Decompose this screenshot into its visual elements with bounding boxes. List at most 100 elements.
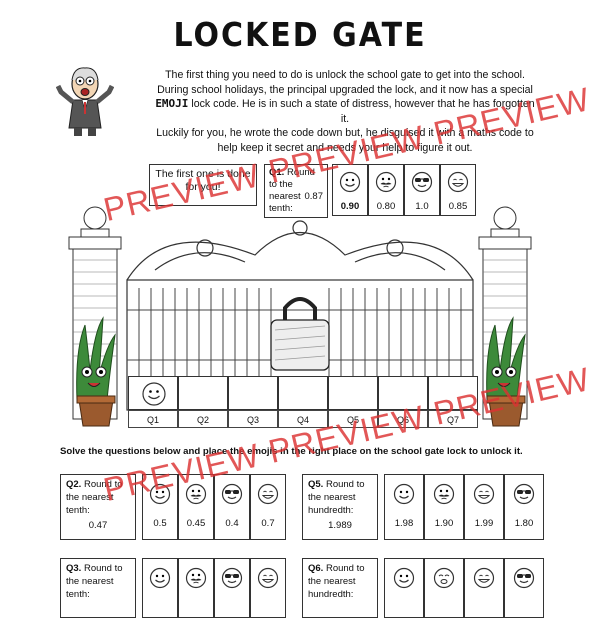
q2-number: 0.47	[88, 520, 108, 531]
q5-label: Q5.	[308, 479, 324, 490]
smile-icon	[393, 483, 415, 505]
q2-text: Round to	[83, 479, 123, 490]
q1-option-4-value: 0.85	[448, 201, 468, 212]
lock-slot-label: Q1	[128, 410, 178, 428]
intro-line: During school holidays, the principal up…	[157, 83, 533, 96]
q2-text: tenth:	[66, 505, 90, 516]
hint-box: The first one is done for you!	[149, 164, 257, 206]
q1-option-2-value: 0.80	[376, 201, 396, 212]
q5-option-3[interactable]: 1.99	[464, 474, 504, 540]
sunglasses-icon	[221, 567, 243, 589]
lock-slot-emoji-4[interactable]	[278, 376, 328, 410]
lock-slot-label: Q2	[178, 410, 228, 428]
q6-option-3[interactable]	[464, 558, 504, 618]
q1-options: 0.90 0.80 1.0 0.85	[332, 164, 476, 216]
q6-option-1[interactable]	[384, 558, 424, 618]
q3-text: Round to	[83, 563, 123, 574]
lock-slot-label: Q5	[328, 410, 378, 428]
grin-icon	[257, 483, 279, 505]
grin-icon	[473, 567, 495, 589]
lock-slot-emoji-1[interactable]	[128, 376, 178, 410]
lock-slot-emoji-3[interactable]	[228, 376, 278, 410]
smile-icon	[393, 567, 415, 589]
q2-option-2[interactable]: 0.45	[178, 474, 214, 540]
q3-question: Q3. Round to the nearest tenth:	[60, 558, 136, 618]
q2-option-1-value: 0.5	[153, 518, 167, 529]
mustache-icon	[433, 483, 455, 505]
q5-option-4[interactable]: 1.80	[504, 474, 544, 540]
padlock-icon	[270, 297, 330, 371]
instruction-text: Solve the questions below and place the …	[60, 446, 523, 457]
lock-slot-label: Q4	[278, 410, 328, 428]
q3-text: tenth:	[66, 589, 90, 600]
q1-text: Round to the nearest tenth:	[269, 167, 315, 214]
grin-icon	[473, 483, 495, 505]
q5-text: hundredth:	[308, 505, 354, 516]
q3-option-4[interactable]	[250, 558, 286, 618]
q2-option-3[interactable]: 0.4	[214, 474, 250, 540]
q2-text: the nearest	[66, 492, 114, 503]
q1-option-3[interactable]: 1.0	[404, 164, 440, 216]
page-title: LOCKED GATE	[173, 16, 427, 55]
q5-text: Round to	[325, 479, 365, 490]
lock-slot-label: Q7	[428, 410, 478, 428]
q2-option-1[interactable]: 0.5	[142, 474, 178, 540]
intro-line: EMOJI lock code. He is in such a state o…	[155, 97, 535, 125]
q3-options	[142, 558, 286, 618]
mustache-icon	[185, 483, 207, 505]
q6-question: Q6. Round to the nearest hundredth:	[302, 558, 378, 618]
q5-option-2[interactable]: 1.90	[424, 474, 464, 540]
q1-option-4[interactable]: 0.85	[440, 164, 476, 216]
principal-cartoon	[56, 67, 114, 136]
grin-icon	[447, 171, 469, 193]
lock-code-row: Q1 Q2 Q3 Q4 Q5 Q6 Q7	[128, 376, 478, 428]
mustache-icon	[185, 567, 207, 589]
q6-option-2[interactable]	[424, 558, 464, 618]
q2-options: 0.5 0.45 0.4 0.7	[142, 474, 286, 540]
intro-line: help keep it secret and needs your help …	[217, 141, 473, 154]
q5-text: the nearest	[308, 492, 356, 503]
q6-option-4[interactable]	[504, 558, 544, 618]
q3-option-1[interactable]	[142, 558, 178, 618]
intro-line: Luckily for you, he wrote the code down …	[156, 127, 534, 140]
school-gate-illustration	[68, 206, 532, 427]
lock-slot-emoji-2[interactable]	[178, 376, 228, 410]
wink-icon	[433, 567, 455, 589]
q1-option-1[interactable]: 0.90	[332, 164, 368, 216]
q2-label: Q2.	[66, 479, 82, 490]
q5-options: 1.98 1.90 1.99 1.80	[384, 474, 544, 540]
sunglasses-icon	[221, 483, 243, 505]
q3-text: the nearest	[66, 576, 114, 587]
q3-option-2[interactable]	[178, 558, 214, 618]
grin-icon	[257, 567, 279, 589]
q6-label: Q6.	[308, 563, 324, 574]
q1-label: Q1.	[269, 167, 285, 178]
lock-slot-emoji-5[interactable]	[328, 376, 378, 410]
q1-option-1-value: 0.90	[340, 201, 360, 212]
q3-option-3[interactable]	[214, 558, 250, 618]
q5-option-2-value: 1.90	[434, 518, 454, 529]
q2-option-2-value: 0.45	[186, 518, 206, 529]
q5-number: 1.989	[328, 520, 352, 531]
q1-question: Q1. Round to the nearest tenth: 0.87	[264, 164, 328, 218]
q6-text: hundredth:	[308, 589, 354, 600]
q1-option-3-value: 1.0	[415, 201, 429, 212]
smile-icon	[149, 567, 171, 589]
q5-option-1-value: 1.98	[394, 518, 414, 529]
lock-slot-emoji-7[interactable]	[428, 376, 478, 410]
lock-slot-label: Q3	[228, 410, 278, 428]
smile-icon	[149, 483, 171, 505]
sunglasses-icon	[513, 567, 535, 589]
hint-text: The first one is done for you!	[155, 168, 251, 193]
q6-text: Round to	[325, 563, 365, 574]
q1-number: 0.87	[304, 191, 324, 202]
q2-option-4[interactable]: 0.7	[250, 474, 286, 540]
q5-option-1[interactable]: 1.98	[384, 474, 424, 540]
lock-slot-emoji-6[interactable]	[378, 376, 428, 410]
smile-icon	[142, 382, 166, 406]
q1-option-2[interactable]: 0.80	[368, 164, 404, 216]
q5-question: Q5. Round to the nearest hundredth: 1.98…	[302, 474, 378, 540]
q2-option-4-value: 0.7	[261, 518, 275, 529]
sunglasses-icon	[411, 171, 433, 193]
cactus-plant-right	[486, 316, 526, 427]
